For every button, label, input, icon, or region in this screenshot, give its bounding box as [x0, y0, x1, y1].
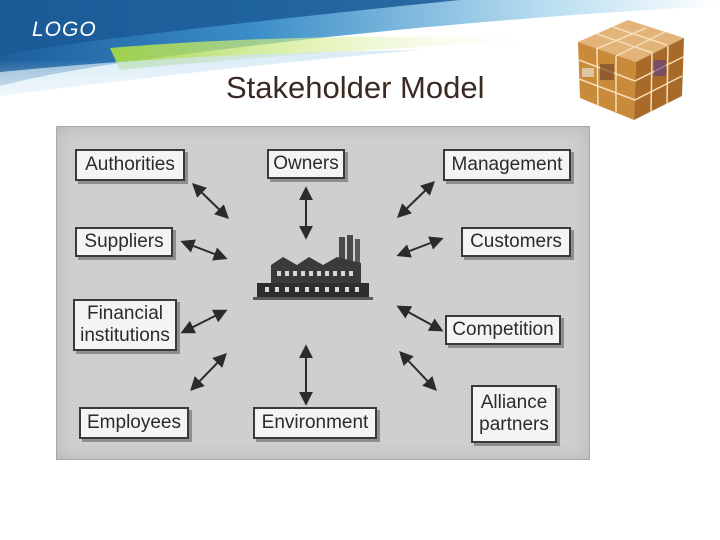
logo-text: LOGO: [32, 18, 97, 41]
arrow-alliance: [399, 350, 437, 392]
node-customers: Customers: [461, 227, 571, 257]
node-management: Management: [443, 149, 571, 181]
node-financial-institutions: Financial institutions: [73, 299, 177, 351]
arrow-employees: [190, 352, 227, 392]
arrow-suppliers: [180, 239, 228, 261]
node-alliance-partners: Alliance partners: [471, 385, 557, 443]
node-owners: Owners: [267, 149, 345, 179]
arrow-competition: [396, 305, 444, 332]
page-title: Stakeholder Model: [226, 70, 485, 105]
arrow-customers: [396, 236, 444, 258]
arrow-management: [396, 181, 436, 218]
node-competition: Competition: [445, 315, 561, 345]
arrow-authorities: [191, 183, 230, 219]
stakeholder-diagram: Authorities Owners Management Suppliers …: [56, 126, 590, 460]
arrow-financial: [180, 309, 228, 334]
cube-logo-icon: [578, 20, 684, 120]
factory-icon: [253, 235, 373, 300]
node-employees: Employees: [79, 407, 189, 439]
banner-swoosh: [0, 0, 720, 125]
arrow-layer: [180, 181, 444, 406]
node-authorities: Authorities: [75, 149, 185, 181]
node-suppliers: Suppliers: [75, 227, 173, 257]
node-environment: Environment: [253, 407, 377, 439]
